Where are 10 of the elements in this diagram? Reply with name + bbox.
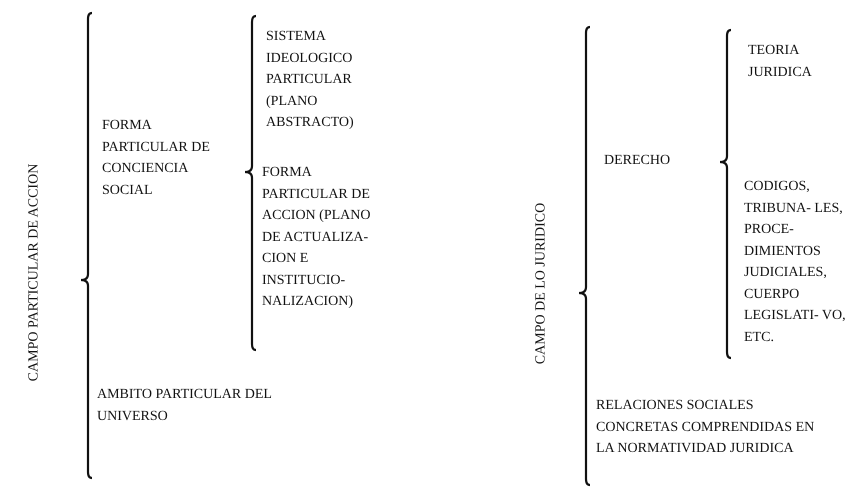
brace-item-text: AMBITO PARTICULAR DEL UNIVERSO	[97, 386, 272, 426]
vertical-heading: CAMPO DE LO JURIDICO	[532, 201, 550, 366]
brace-item-text: TEORIA JURIDICA	[748, 42, 813, 82]
brace-item-text: CODIGOS, TRIBUNA- LES, PROCE- DIMIENTOS JUDICIALES, CUERPO LEGISLATI- VO, ETC.	[744, 178, 847, 346]
brace-item-text: DERECHO	[604, 152, 672, 170]
brace-item-text: FORMA PARTICULAR DE ACCION (PLANO DE ACTUALIZA- CION E INSTITUCIO- NALIZACION)	[262, 164, 372, 311]
brace-item-text: RELACIONES SOCIALES CONCRETAS COMPRENDIDAS EN LA NORMATIVIDAD JURIDICA	[596, 397, 816, 458]
brace-item-text: FORMA PARTICULAR DE CONCIENCIA SOCIAL	[102, 117, 211, 200]
vertical-heading: CAMPO PARTICULAR DE ACCION	[26, 162, 42, 383]
brace-item-text: SISTEMA IDEOLOGICO PARTICULAR (PLANO ABSTRACTO)	[266, 28, 355, 132]
